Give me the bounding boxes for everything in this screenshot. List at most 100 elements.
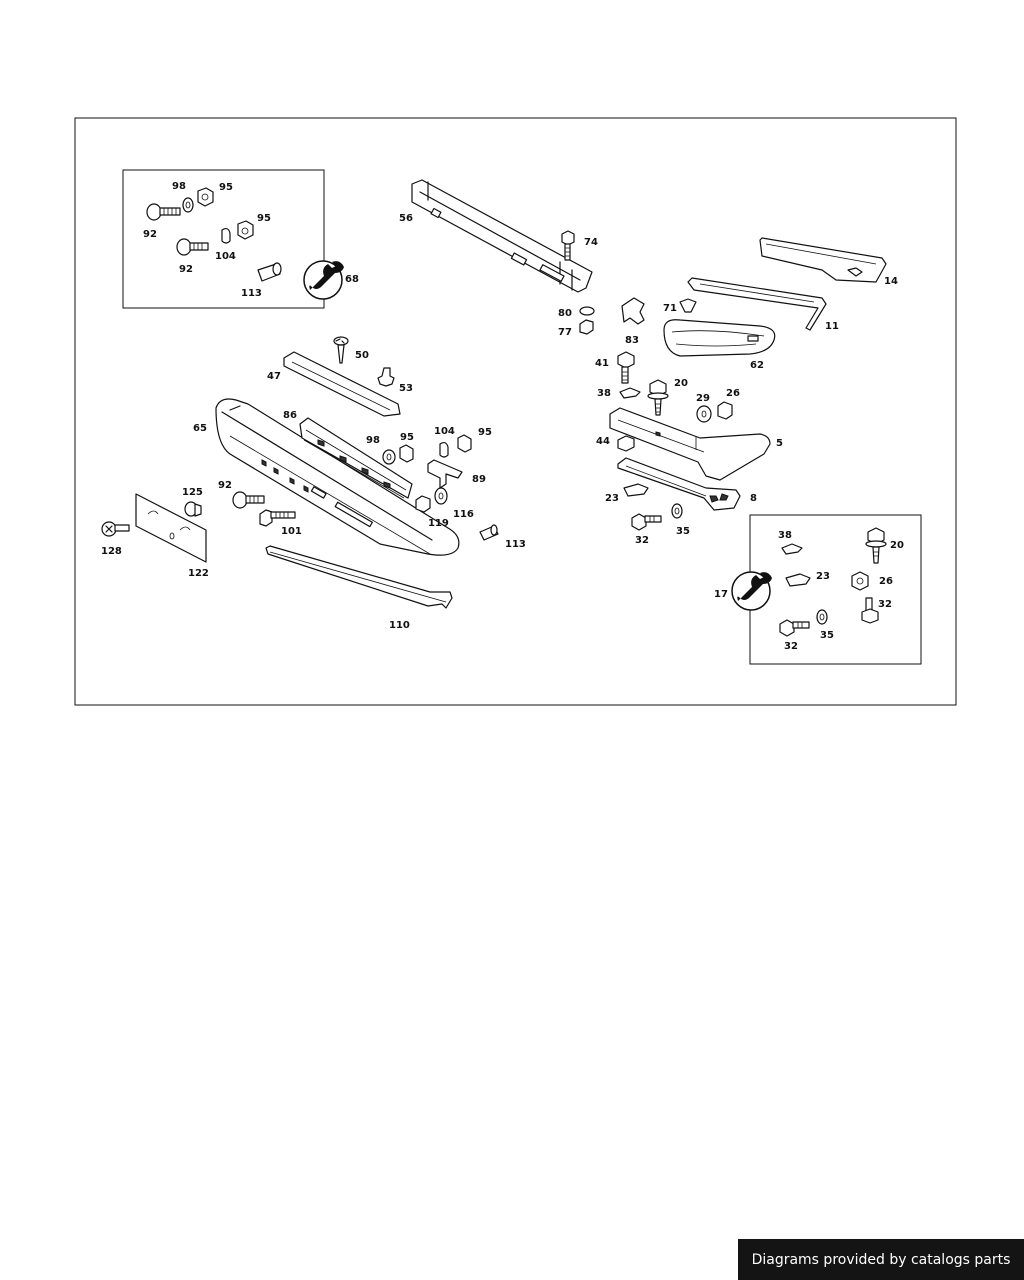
- callout-92: 92: [179, 264, 193, 275]
- crossmember-56: [411, 179, 593, 293]
- rub-strip-110: [265, 545, 453, 609]
- callout-92: 92: [218, 480, 232, 491]
- washer-icon: [382, 449, 396, 465]
- callout-89: 89: [472, 474, 486, 485]
- callout-113: 113: [241, 288, 262, 299]
- clip-icon: [621, 297, 645, 325]
- callout-101: 101: [281, 526, 302, 537]
- clip-icon: [781, 543, 803, 555]
- clip-icon: [377, 367, 395, 387]
- bolt-icon: [631, 513, 662, 531]
- callout-68: 68: [345, 274, 359, 285]
- bolt-icon: [617, 351, 635, 384]
- callout-116: 116: [453, 509, 474, 520]
- plug-icon: [679, 298, 697, 313]
- callout-125: 125: [182, 487, 203, 498]
- nut-icon: [399, 444, 414, 463]
- callout-50: 50: [355, 350, 369, 361]
- callout-122: 122: [188, 568, 209, 579]
- diagram-frame: [74, 117, 957, 706]
- callout-38: 38: [597, 388, 611, 399]
- callout-29: 29: [696, 393, 710, 404]
- spacer-icon: [257, 262, 282, 282]
- screw-icon: [101, 521, 130, 537]
- callout-32: 32: [635, 535, 649, 546]
- bolt-icon: [259, 509, 296, 527]
- callout-8: 8: [750, 493, 757, 504]
- callout-5: 5: [776, 438, 783, 449]
- wrench-icon: [731, 571, 772, 611]
- clip-icon: [619, 387, 641, 399]
- callout-44: 44: [596, 436, 610, 447]
- clip-icon: [439, 441, 449, 458]
- callout-95: 95: [219, 182, 233, 193]
- callout-95: 95: [400, 432, 414, 443]
- callout-17: 17: [714, 589, 728, 600]
- wrench-icon: [303, 260, 344, 300]
- clip-icon: [623, 483, 649, 497]
- washer-icon: [671, 503, 683, 519]
- screw-icon: [333, 336, 349, 364]
- washer-icon: [816, 609, 828, 625]
- bolt-icon: [146, 203, 181, 221]
- callout-98: 98: [172, 181, 186, 192]
- washer-icon: [579, 306, 595, 316]
- clip-icon: [221, 227, 231, 244]
- washer-icon: [434, 487, 448, 505]
- callout-98: 98: [366, 435, 380, 446]
- trim-strip-11: [687, 277, 827, 331]
- nut-icon: [197, 187, 214, 207]
- callout-71: 71: [663, 303, 677, 314]
- callout-113: 113: [505, 539, 526, 550]
- callout-56: 56: [399, 213, 413, 224]
- footer-credit-text: Diagrams provided by catalogs parts: [751, 1251, 1011, 1268]
- bolt-icon: [647, 379, 669, 416]
- callout-32: 32: [784, 641, 798, 652]
- callout-74: 74: [584, 237, 598, 248]
- callout-110: 110: [389, 620, 410, 631]
- nut-icon: [617, 435, 635, 452]
- callout-128: 128: [101, 546, 122, 557]
- mount-bracket-5: [609, 407, 771, 481]
- callout-92: 92: [143, 229, 157, 240]
- callout-41: 41: [595, 358, 609, 369]
- callout-95: 95: [478, 427, 492, 438]
- callout-119: 119: [428, 518, 449, 529]
- callout-77: 77: [558, 327, 572, 338]
- bolt-icon: [861, 597, 879, 624]
- callout-47: 47: [267, 371, 281, 382]
- bolt-icon: [865, 527, 887, 564]
- bumper-guard-62: [663, 319, 776, 357]
- callout-95: 95: [257, 213, 271, 224]
- bolt-icon: [176, 238, 209, 256]
- screw-icon: [184, 501, 202, 517]
- callout-65: 65: [193, 423, 207, 434]
- callout-62: 62: [750, 360, 764, 371]
- callout-26: 26: [879, 576, 893, 587]
- nut-icon: [579, 319, 594, 335]
- callout-32: 32: [878, 599, 892, 610]
- bolt-icon: [232, 491, 265, 509]
- callout-83: 83: [625, 335, 639, 346]
- bolt-icon: [779, 619, 810, 637]
- callout-35: 35: [676, 526, 690, 537]
- license-plate-bracket-122: [135, 493, 207, 563]
- callout-104: 104: [434, 426, 455, 437]
- callout-104: 104: [215, 251, 236, 262]
- callout-20: 20: [674, 378, 688, 389]
- nut-icon: [851, 571, 869, 591]
- bolt-icon: [561, 230, 575, 261]
- callout-80: 80: [558, 308, 572, 319]
- washer-icon: [696, 405, 712, 423]
- callout-35: 35: [820, 630, 834, 641]
- callout-labels: 98 95 92 95 104 92 113 68 56 74 80 77 83…: [101, 181, 904, 652]
- callout-14: 14: [884, 276, 898, 287]
- mount-bracket-8: [617, 457, 741, 511]
- callout-23: 23: [605, 493, 619, 504]
- callout-20: 20: [890, 540, 904, 551]
- bumper-cover-65: [215, 398, 460, 556]
- nut-icon: [237, 220, 254, 240]
- callout-26: 26: [726, 388, 740, 399]
- trim-strip-14: [759, 237, 887, 283]
- hardware-kit-box-left: [122, 169, 344, 309]
